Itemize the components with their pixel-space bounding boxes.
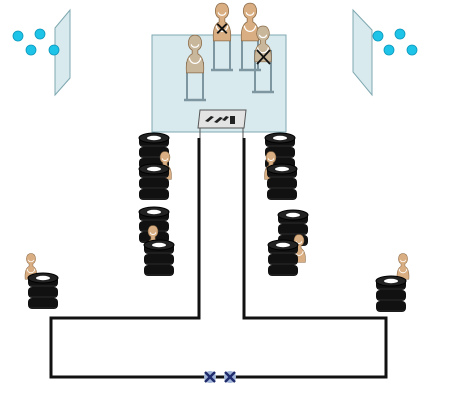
start-x-marker-1: [204, 371, 216, 383]
left-dots: [12, 28, 60, 56]
tire-stack-right-3: [277, 209, 309, 246]
tire-stack-right-4: [267, 239, 299, 276]
right-panel: [352, 8, 373, 97]
tire-stack-left-4: [143, 239, 175, 276]
left-panel: [54, 8, 71, 97]
target-far-right: [396, 253, 410, 280]
tire-stack-far-right: [375, 275, 407, 312]
tire-stack-left-2: [138, 163, 170, 200]
shooting-area-outline: [49, 138, 388, 379]
right-dots: [372, 28, 418, 56]
target-2: [240, 2, 260, 42]
target-1: [212, 2, 232, 42]
no-shoot-x-icon: [256, 49, 271, 65]
target-far-left: [24, 253, 38, 280]
weapon-table: [197, 109, 247, 150]
start-x-marker-2: [224, 371, 236, 383]
tire-stack-right-2: [266, 163, 298, 200]
tire-stack-far-left: [27, 272, 59, 309]
target-3: [185, 34, 205, 74]
